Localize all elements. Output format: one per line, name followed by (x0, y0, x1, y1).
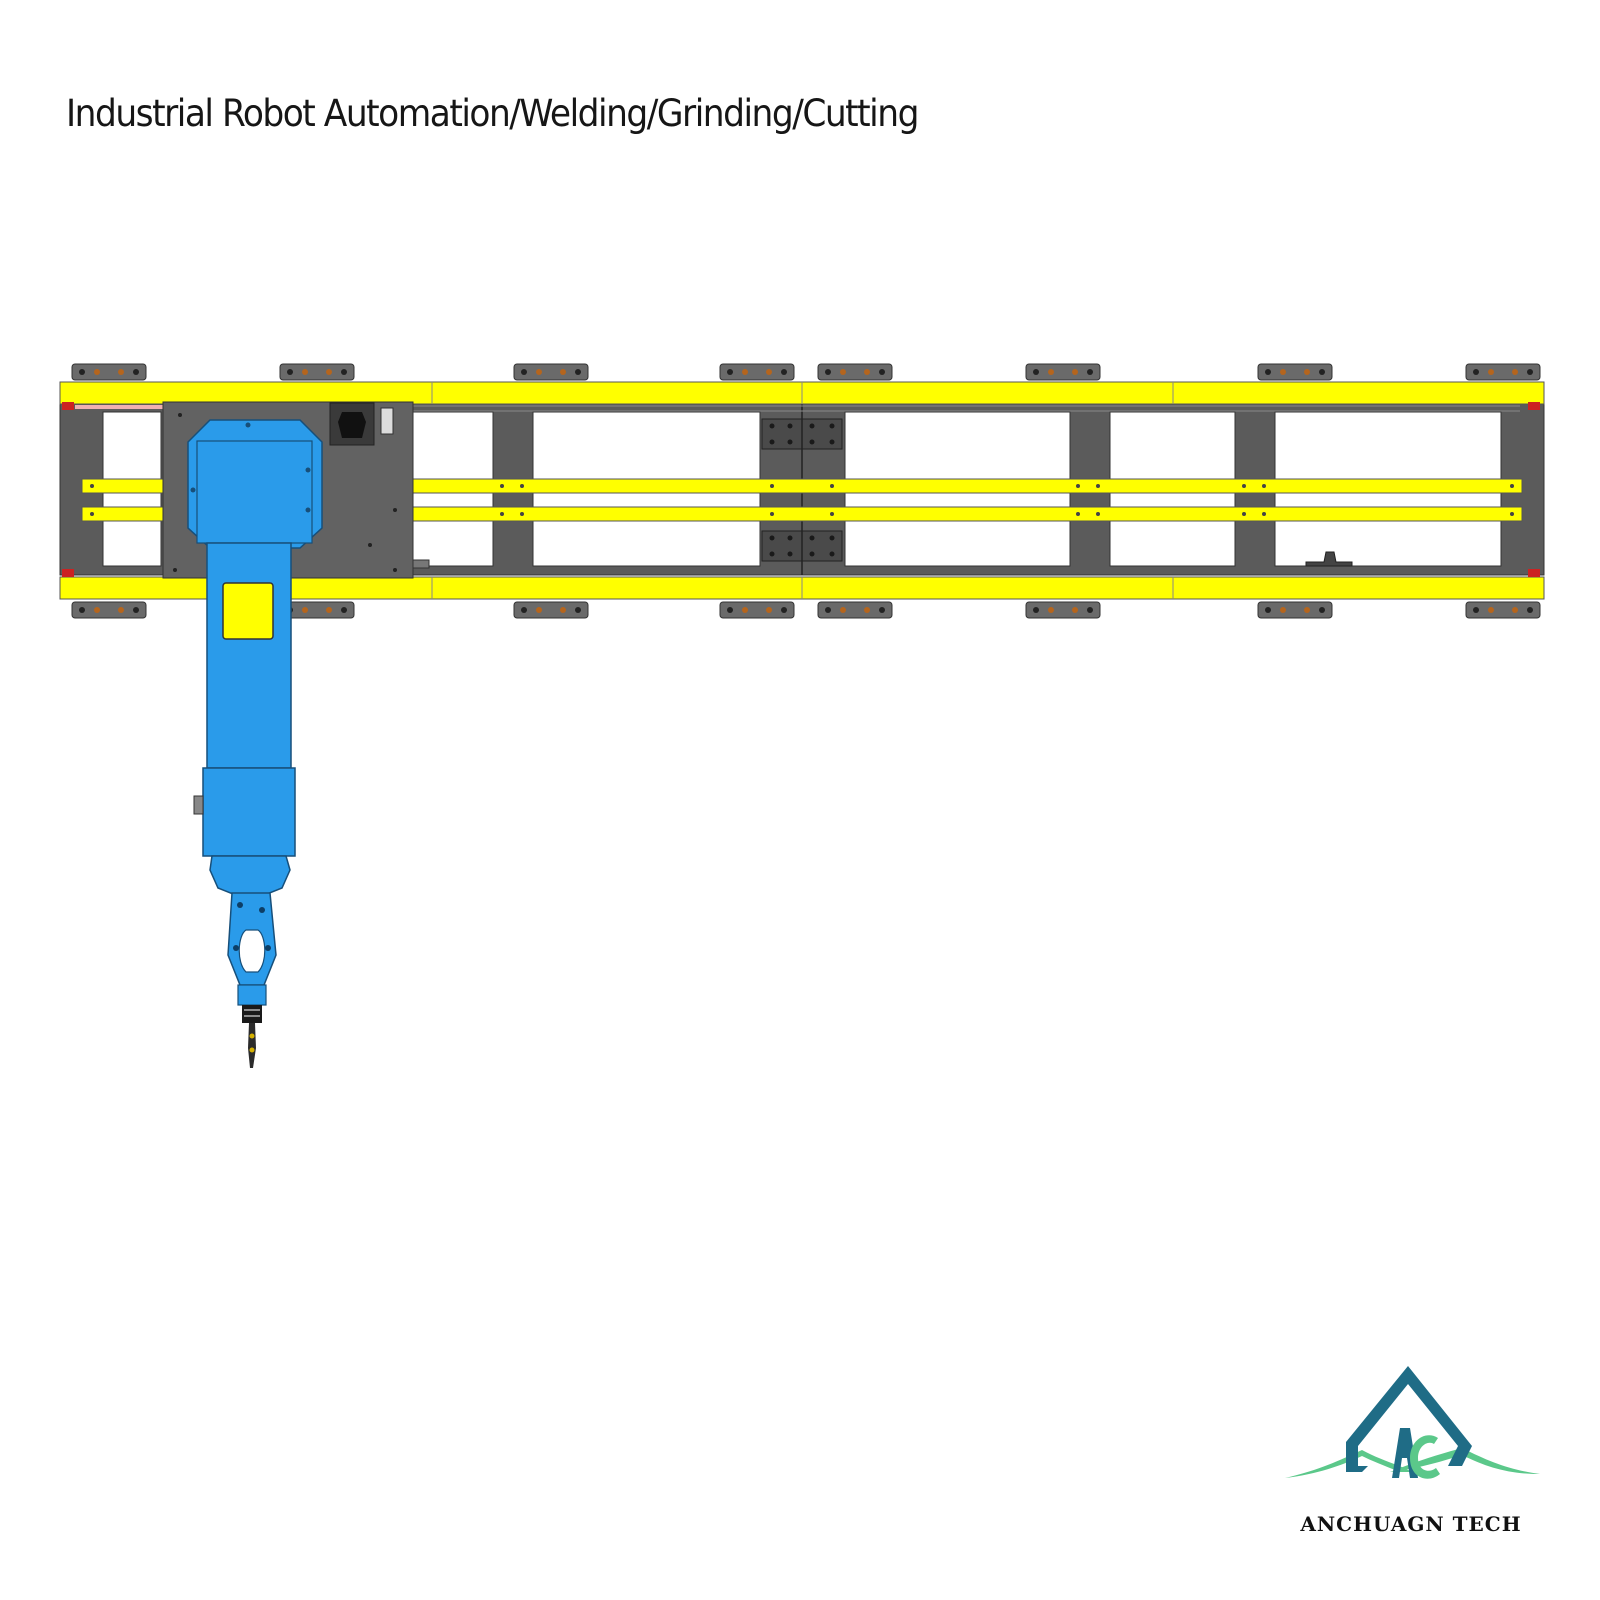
mounting-foot (1257, 363, 1333, 381)
robot-lower-arm (206, 542, 292, 769)
robot-wrist (209, 855, 291, 897)
mounting-foot (1257, 601, 1333, 619)
robot-upper-arm (202, 767, 296, 857)
mounting-foot (719, 601, 795, 619)
inner-guide-bar (81, 506, 1523, 522)
mounting-foot (279, 363, 355, 381)
page-title: Industrial Robot Automation/Welding/Grin… (66, 92, 919, 135)
arm-cover-plate (222, 582, 274, 640)
inner-guide-bar (81, 478, 1523, 494)
mounting-foot (279, 601, 355, 619)
logo-mountain-right (1390, 1448, 1540, 1474)
welding-torch-tip (248, 1023, 256, 1068)
logo-mountain-left (1285, 1450, 1412, 1478)
mounting-foot (513, 601, 589, 619)
mounting-foot (817, 601, 893, 619)
brand-name: ANCHUAGN TECH (1300, 1512, 1522, 1536)
mounting-foot (1465, 601, 1541, 619)
logo-letter-c (1410, 1435, 1440, 1479)
mounting-foot (1025, 363, 1101, 381)
mounting-foot (1465, 363, 1541, 381)
tool-flange (242, 1005, 262, 1023)
mounting-foot (71, 601, 147, 619)
logo-triangle (1346, 1366, 1472, 1466)
mounting-foot (1025, 601, 1101, 619)
mounting-foot (513, 363, 589, 381)
rail-end-stop (62, 402, 1540, 577)
mounting-foot (71, 363, 147, 381)
brand-logo (1285, 1366, 1540, 1479)
mounting-foot (817, 363, 893, 381)
mounting-foot (719, 363, 795, 381)
mounting-foot (71, 363, 1541, 619)
sensor-bracket (1305, 551, 1353, 567)
